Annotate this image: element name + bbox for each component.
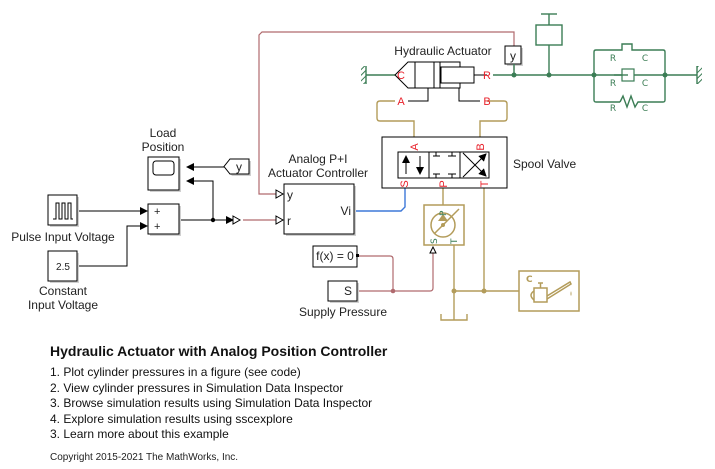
branch-point [210,217,216,223]
link-plot-pressures[interactable]: 1. Plot cylinder pressures in a figure (… [50,365,301,379]
sum-sign-2: + [154,221,160,233]
mech-ground-left-icon [361,66,366,84]
link-browse-sdi[interactable]: 3. Browse simulation results using Simul… [50,396,373,410]
link-view-sdi[interactable]: 2. View cylinder pressures in Simulation… [50,380,344,395]
signal-node [390,288,396,294]
port-c: C [397,70,405,82]
fluid-port-c: C [526,275,533,285]
port-a: A [397,96,405,108]
constant-input-voltage-block[interactable]: 2.5 [47,250,79,283]
load-position-scope-block[interactable]: Load Position [142,126,185,192]
hydraulic-node [451,288,457,294]
constant-value: 2.5 [56,262,70,273]
sum-sign-1: + [154,206,160,218]
controller-label-2: Actuator Controller [268,166,368,180]
oil-can-icon [530,280,572,303]
hydraulic-node [481,288,487,294]
pulse-input-voltage-block[interactable] [47,194,79,227]
controller-label-1: Analog P+I [288,152,347,166]
supply-pressure-value: S [344,284,352,298]
mech-node [546,72,552,78]
mech-network-stop[interactable] [593,43,666,75]
link-sscexplore[interactable]: 4. Explore simulation results using ssce… [50,411,293,426]
from-y-block[interactable]: y [223,158,251,176]
valve-port-t: T [479,180,491,187]
mech-network-spring[interactable] [593,75,620,103]
net-port-c2: C [642,79,648,89]
analog-pi-controller-block[interactable]: Analog P+I Actuator Controller y r Vi [268,152,368,236]
hydraulic-fluid-block[interactable]: C [518,270,580,312]
hydraulic-pressure-source-block[interactable]: P S T [423,204,465,254]
translational-network[interactable]: R C R C R C [610,54,648,114]
scope-icon [152,160,175,176]
controller-port-y: y [287,188,293,202]
signal-y-feedback-line[interactable] [258,31,515,195]
supply-pressure-block[interactable]: S [327,280,359,303]
pulse-label: Pulse Input Voltage [11,230,115,244]
model-title: Hydraulic Actuator with Analog Position … [50,343,388,359]
source-port-t: T [450,238,460,245]
pump-icon [430,212,456,238]
net-port-r1: R [610,54,616,64]
valve-port-b: B [475,143,487,150]
signal-vi-line[interactable] [354,188,406,212]
constant-label-2: Input Voltage [28,298,98,312]
net-port-c3: C [642,104,648,114]
solver-label: f(x) = 0 [316,249,354,263]
model-description: Hydraulic Actuator with Analog Position … [50,343,387,463]
net-port-r2: R [610,79,616,89]
sum-block[interactable]: + + [147,203,181,236]
reservoir-symbol [440,314,468,321]
valve-port-s: S [399,180,411,187]
pulse-icon [53,202,73,220]
mech-node [662,72,668,78]
copyright-text: Copyright 2015-2021 The MathWorks, Inc. [50,451,239,463]
mass-block[interactable] [535,13,563,46]
supply-pressure-label: Supply Pressure [299,305,387,319]
spool-valve-label: Spool Valve [513,157,576,171]
hydraulic-actuator-block[interactable]: Hydraulic Actuator C R A B [394,44,492,108]
valve-port-a: A [409,143,421,151]
controller-port-r: r [287,214,291,228]
mech-ground-right-icon [697,66,702,84]
source-port-s: S [430,238,440,244]
spool-valve-block[interactable]: A B S P T [381,136,508,189]
supply-pressure-line[interactable] [359,253,434,292]
hydraulic-actuator-label: Hydraulic Actuator [394,44,491,58]
net-port-r3: R [610,104,616,114]
solver-configuration-block[interactable]: f(x) = 0 [312,245,359,268]
valve-port-p: P [438,180,450,187]
ps-converter-arrow [232,215,242,225]
controller-port-vi: Vi [341,204,351,218]
scope-label-2: Position [142,140,185,154]
port-b: B [483,96,490,108]
link-learn-more[interactable]: 3. Learn more about this example [50,427,229,441]
ref-to-scope-line[interactable] [186,177,214,220]
mech-network-spring-right [640,75,666,103]
mech-node [591,72,597,78]
goto-y-label: y [510,49,516,63]
solver-line[interactable] [357,255,394,291]
scope-label-1: Load [150,126,177,140]
hydraulic-line-b[interactable] [479,100,508,137]
constant-to-sum-line[interactable] [79,222,148,267]
mech-spring-zigzag [619,93,640,110]
hydraulic-line-a[interactable] [376,100,415,137]
port-r: R [483,70,491,82]
constant-label-1: Constant [39,284,88,298]
from-y-label: y [236,160,242,174]
source-port-p: P [439,210,449,216]
goto-y-block[interactable]: y [504,45,523,75]
net-port-c1: C [642,54,648,64]
